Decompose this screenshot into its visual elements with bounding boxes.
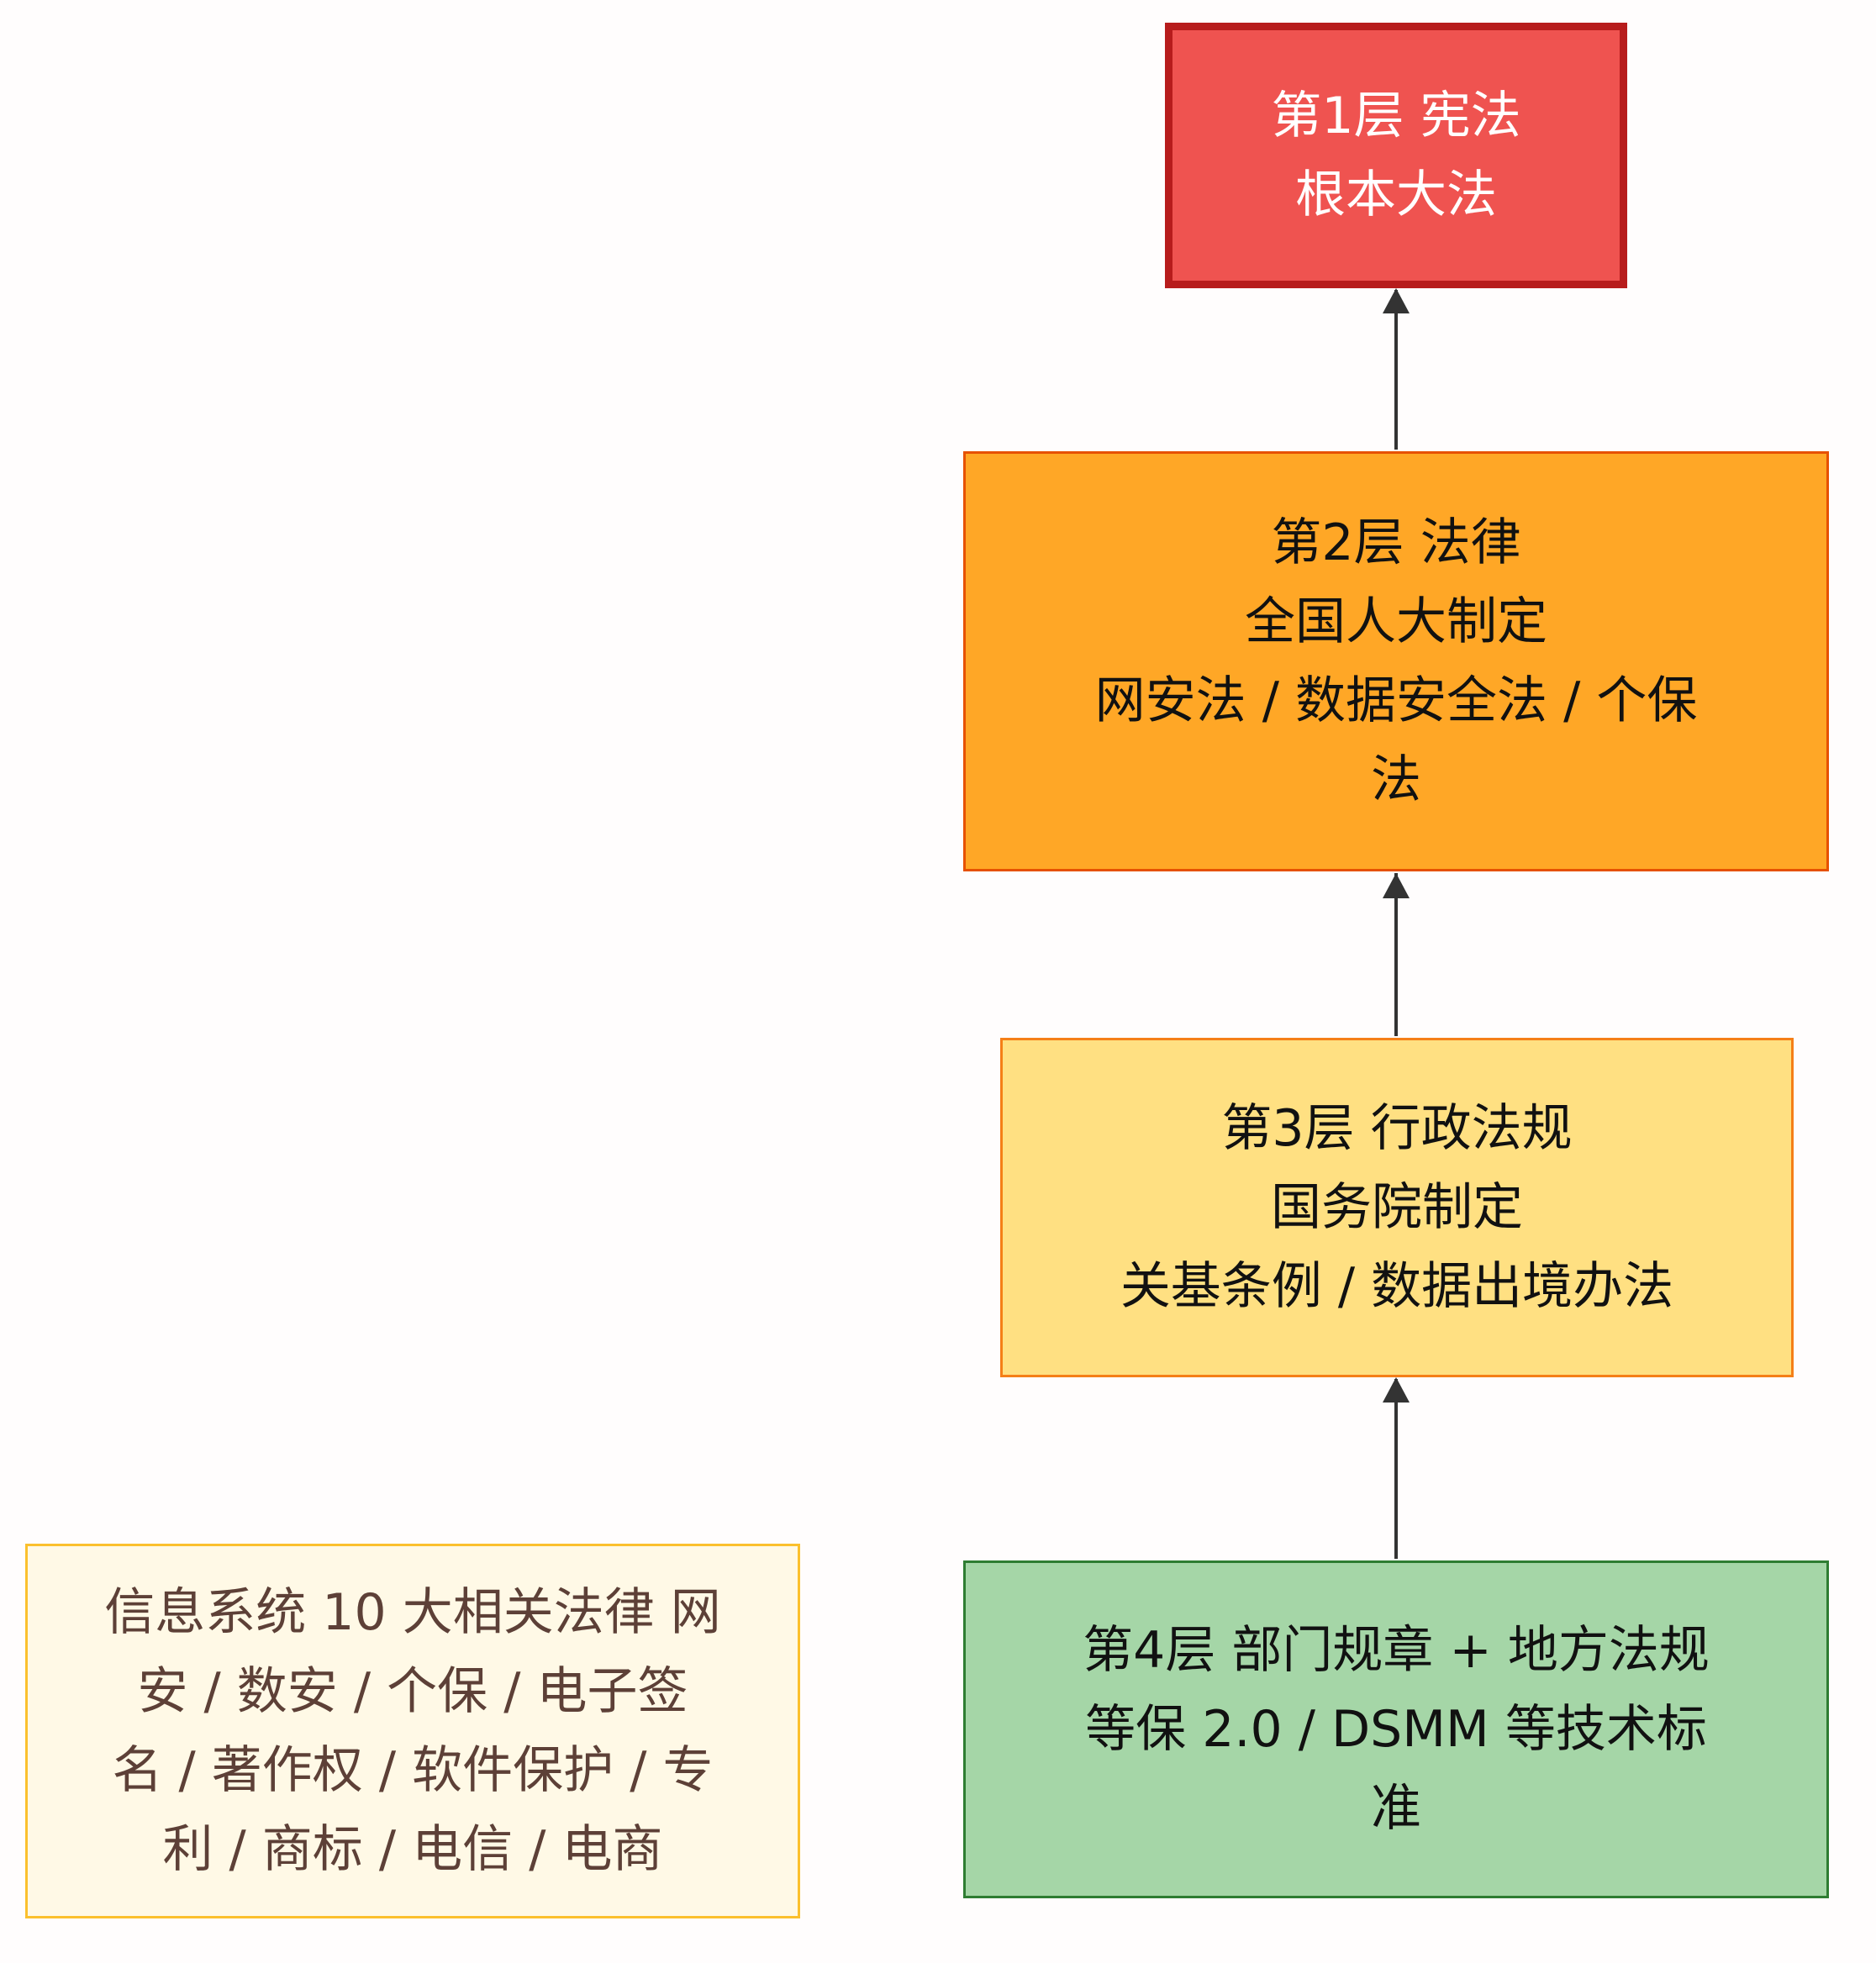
node-3-line-1: 第3层 行政法规 [1221,1099,1573,1158]
node-2-line-4: 法 [1371,750,1421,809]
node-3-line-2: 国务院制定 [1271,1178,1523,1237]
node-layer-3-admin-regulation: 第3层 行政法规 国务院制定 关基条例 / 数据出境办法 [1000,1038,1794,1377]
node-2-line-3: 网安法 / 数据安全法 / 个保 [1094,671,1698,730]
node-1-line-1: 第1层 宪法 [1271,87,1521,145]
node-2-line-1: 第2层 法律 [1271,513,1521,572]
node-layer-4-dept-local-rules: 第4层 部门规章 + 地方法规 等保 2.0 / DSMM 等技术标 准 [963,1560,1829,1898]
node-layer-1-constitution: 第1层 宪法 根本大法 [1165,23,1627,288]
node-layer-2-law: 第2层 法律 全国人大制定 网安法 / 数据安全法 / 个保 法 [963,451,1829,871]
node-4-line-2: 等保 2.0 / DSMM 等技术标 [1085,1700,1707,1759]
arrowhead-n2-icon [1383,873,1410,898]
node-3-line-3: 关基条例 / 数据出境办法 [1120,1257,1674,1316]
note-ten-related-laws: 信息系统 10 大相关法律 网 安 / 数安 / 个保 / 电子签 名 / 著作… [25,1544,800,1918]
node-1-line-2: 根本大法 [1295,166,1497,224]
arrowhead-n3-icon [1383,1377,1410,1403]
node-2-line-2: 全国人大制定 [1245,592,1547,651]
node-4-line-1: 第4层 部门规章 + 地方法规 [1083,1621,1710,1680]
node-4-line-3: 准 [1371,1779,1421,1838]
note-line-2: 安 / 数安 / 个保 / 电子签 [137,1662,688,1721]
note-line-4: 利 / 商标 / 电信 / 电商 [162,1820,663,1879]
note-line-3: 名 / 著作权 / 软件保护 / 专 [112,1741,714,1800]
note-line-1: 信息系统 10 大相关法律 网 [104,1583,721,1642]
arrowhead-n1-icon [1383,288,1410,313]
